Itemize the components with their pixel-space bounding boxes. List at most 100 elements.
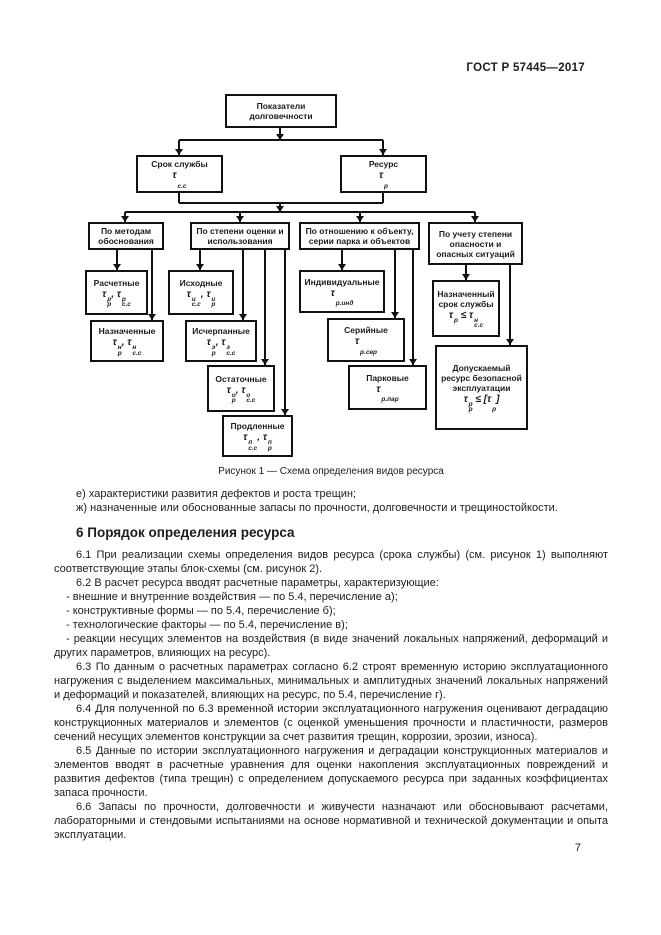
- figure-1-flowchart: Показатели долговечности Срок службы τ с…: [0, 0, 661, 462]
- arrowhead-down-icon: [471, 216, 479, 222]
- list-item-zh: ж) назначенные или обоснованные запасы п…: [76, 502, 558, 514]
- arrowhead-down-icon: [121, 216, 129, 222]
- paragraph-6-3: 6.3 По данным о расчетных параметрах сог…: [54, 661, 608, 701]
- flowchart-box-individual: Индивидуальные τ р.инд: [299, 270, 385, 313]
- box-label: Допускаемый ресурс безопасной эксплуатац…: [441, 362, 522, 393]
- arrowhead-down-icon: [239, 314, 247, 320]
- flowchart-box-service-life: Срок службы τ с.с: [136, 155, 223, 193]
- section-heading: 6 Порядок определения ресурса: [76, 525, 295, 540]
- box-formula: τ р.инд: [330, 287, 354, 307]
- connector-line: [382, 140, 384, 155]
- connector-line: [465, 265, 467, 280]
- connector-line: [178, 140, 180, 155]
- arrowhead-down-icon: [113, 264, 121, 270]
- connector-line: [116, 250, 118, 270]
- connector-line: [179, 139, 383, 141]
- box-label: Назначенный срок службы: [437, 288, 495, 309]
- connector-line: [179, 202, 383, 204]
- box-formula: τ р.сер: [354, 336, 378, 356]
- connector-line: [509, 265, 511, 345]
- bullet-item: - реакции несущих элементов на воздейств…: [54, 633, 608, 659]
- connector-line: [394, 250, 396, 318]
- box-label: Парковые: [366, 372, 409, 383]
- flowchart-box-by-methods: По методам обоснования: [88, 222, 164, 250]
- box-label: Показатели долговечности: [249, 101, 313, 121]
- body-text: е) характеристики развития дефектов и ро…: [54, 487, 608, 842]
- arrowhead-down-icon: [338, 264, 346, 270]
- arrowhead-down-icon: [506, 339, 514, 345]
- connector-line: [412, 250, 414, 365]
- connector-line: [284, 250, 286, 415]
- flowchart-box-fleet: Парковые τ р.пар: [348, 365, 427, 410]
- box-label: Исчерпанные: [192, 326, 250, 336]
- box-label: По методам обоснования: [98, 226, 154, 246]
- connector-line: [242, 250, 244, 320]
- connector-line: [382, 193, 384, 203]
- paragraph-6-5: 6.5 Данные по истории эксплуатационного …: [54, 745, 608, 799]
- connector-line: [151, 250, 153, 320]
- box-formula: τ р.пар: [376, 383, 399, 403]
- flowchart-box-durability-indicators: Показатели долговечности: [225, 94, 337, 128]
- box-label: По степени оценки и использования: [196, 226, 284, 246]
- box-label: Индивидуальные: [304, 276, 380, 287]
- bullet-item: - конструктивные формы — по 5.4, перечис…: [66, 605, 336, 617]
- arrowhead-down-icon: [236, 216, 244, 222]
- arrowhead-down-icon: [196, 264, 204, 270]
- paragraph-6-6: 6.6 Запасы по прочности, долговечности и…: [54, 801, 608, 841]
- arrowhead-down-icon: [281, 409, 289, 415]
- page-number: 7: [574, 842, 581, 854]
- box-label: Назначенные: [98, 326, 156, 336]
- paragraph-6-4: 6.4 Для полученной по 6.3 временной исто…: [54, 703, 608, 743]
- flowchart-box-serial: Серийные τ р.сер: [327, 318, 405, 362]
- arrowhead-down-icon: [148, 314, 156, 320]
- box-formula: τ р: [378, 170, 389, 190]
- connector-line: [341, 250, 343, 270]
- paragraph-6-2: 6.2 В расчет ресурса вводят расчетные па…: [76, 577, 439, 589]
- box-label: По учету степени опасности и опасных сит…: [436, 228, 515, 259]
- bullet-item: - внешние и внутренние воздействия — по …: [66, 591, 398, 603]
- box-formula: τ с.с: [172, 170, 187, 190]
- arrowhead-down-icon: [462, 274, 470, 280]
- connector-line: [264, 250, 266, 365]
- figure-caption: Рисунок 1 — Схема определения видов ресу…: [218, 466, 444, 477]
- box-label: Ресурс: [368, 159, 399, 169]
- box-label: Продленные: [230, 421, 285, 431]
- arrowhead-down-icon: [276, 206, 284, 212]
- arrowhead-down-icon: [379, 149, 387, 155]
- connector-line: [178, 193, 180, 203]
- arrowhead-down-icon: [276, 134, 284, 140]
- bullet-item: - технологические факторы — по 5.4, пере…: [66, 619, 348, 631]
- box-label: Серийные: [344, 325, 388, 335]
- flowchart-box-by-relation: По отношению к объекту, серии парка и об…: [299, 222, 420, 250]
- arrowhead-down-icon: [261, 359, 269, 365]
- flowchart-box-by-hazard: По учету степени опасности и опасных сит…: [428, 222, 523, 265]
- box-label: Исходные: [179, 277, 223, 288]
- box-label: Срок службы: [151, 159, 208, 169]
- box-label: По отношению к объекту, серии парка и об…: [305, 226, 414, 246]
- box-label: Расчетные: [93, 277, 140, 288]
- arrowhead-down-icon: [356, 216, 364, 222]
- box-label: Остаточные: [215, 373, 267, 384]
- arrowhead-down-icon: [175, 149, 183, 155]
- connector-line: [279, 127, 281, 140]
- flowchart-box-allowable-resource: Допускаемый ресурс безопасной эксплуатац…: [435, 345, 528, 430]
- arrowhead-down-icon: [409, 359, 417, 365]
- flowchart-box-resource: Ресурс τ р: [340, 155, 427, 193]
- connector-line: [125, 211, 475, 213]
- list-item-e: е) характеристики развития дефектов и ро…: [76, 488, 357, 500]
- document-code-header: ГОСТ Р 57445—2017: [466, 62, 585, 74]
